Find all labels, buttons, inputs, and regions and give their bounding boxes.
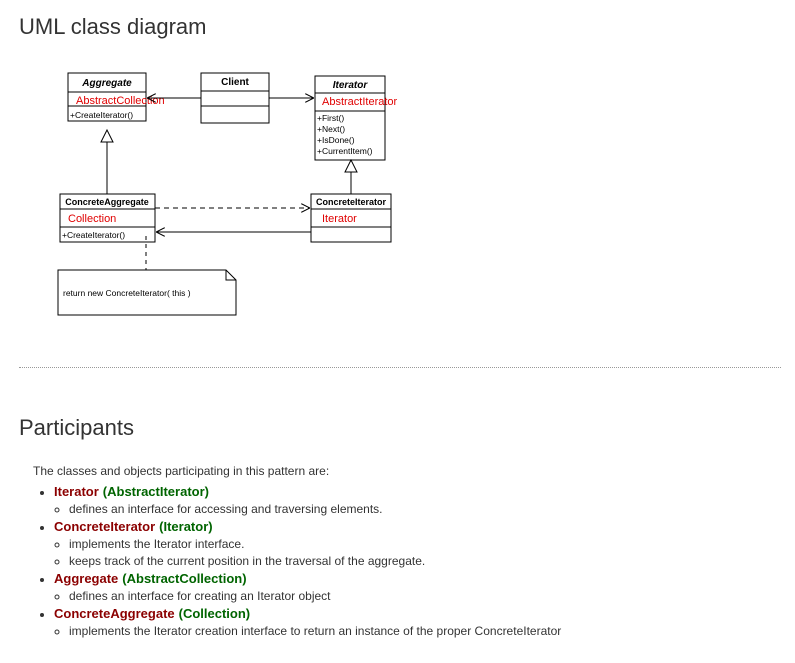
class-name: ConcreteIterator xyxy=(316,197,387,207)
class-name: Aggregate xyxy=(81,78,132,89)
participant-item: ConcreteIterator(Iterator) implements th… xyxy=(54,518,794,570)
class-client: Client xyxy=(200,72,270,124)
participant-alias: (AbstractIterator) xyxy=(102,484,209,499)
participant-alias: (Iterator) xyxy=(159,519,213,534)
participant-alias: (AbstractCollection) xyxy=(122,571,247,586)
uml-class-diagram: Aggregate AbstractCollection +CreateIter… xyxy=(57,72,398,316)
note-text: return new ConcreteIterator( this ) xyxy=(63,288,191,298)
page-title: UML class diagram xyxy=(19,14,207,39)
participant-name: Iterator xyxy=(54,484,99,499)
class-alias: Iterator xyxy=(322,213,357,225)
class-name: Iterator xyxy=(333,80,369,91)
participant-item: Iterator(AbstractIterator) defines an in… xyxy=(54,483,794,518)
participants-intro: The classes and objects participating in… xyxy=(33,464,330,478)
section-divider xyxy=(19,367,781,368)
class-method: +Next() xyxy=(317,124,345,134)
participant-description: defines an interface for creating an Ite… xyxy=(69,588,794,605)
class-method: +CurrentItem() xyxy=(317,146,373,156)
note-box: return new ConcreteIterator( this ) xyxy=(57,269,237,316)
class-method: +CreateIterator() xyxy=(62,230,125,240)
participant-name: Aggregate xyxy=(54,571,119,586)
class-iterator: Iterator AbstractIterator +First() +Next… xyxy=(314,75,398,161)
class-aggregate: Aggregate AbstractCollection +CreateIter… xyxy=(67,72,165,122)
participant-description: implements the Iterator interface. xyxy=(69,536,794,553)
class-method: +First() xyxy=(317,113,344,123)
participant-item: Aggregate(AbstractCollection) defines an… xyxy=(54,570,794,605)
participants-heading: Participants xyxy=(19,415,134,440)
class-name: ConcreteAggregate xyxy=(65,197,149,207)
generalization-iterator xyxy=(344,158,358,194)
participant-description: defines an interface for accessing and t… xyxy=(69,501,794,518)
class-concrete-iterator: ConcreteIterator Iterator xyxy=(310,193,392,243)
participant-alias: (Collection) xyxy=(178,606,251,621)
participant-name: ConcreteIterator xyxy=(54,519,156,534)
generalization-aggregate xyxy=(100,128,114,194)
class-alias: AbstractIterator xyxy=(322,96,398,108)
class-alias: AbstractCollection xyxy=(76,95,165,107)
participant-item: ConcreteAggregate(Collection) implements… xyxy=(54,605,794,640)
class-concrete-aggregate: ConcreteAggregate Collection +CreateIter… xyxy=(59,193,156,243)
participant-description: implements the Iterator creation interfa… xyxy=(69,623,794,640)
participant-description: keeps track of the current position in t… xyxy=(69,553,794,570)
class-method: +IsDone() xyxy=(317,135,355,145)
participant-name: ConcreteAggregate xyxy=(54,606,175,621)
participants-list: Iterator(AbstractIterator) defines an in… xyxy=(33,483,794,640)
class-alias: Collection xyxy=(68,213,116,225)
class-method: +CreateIterator() xyxy=(70,110,133,120)
class-name: Client xyxy=(221,77,249,88)
